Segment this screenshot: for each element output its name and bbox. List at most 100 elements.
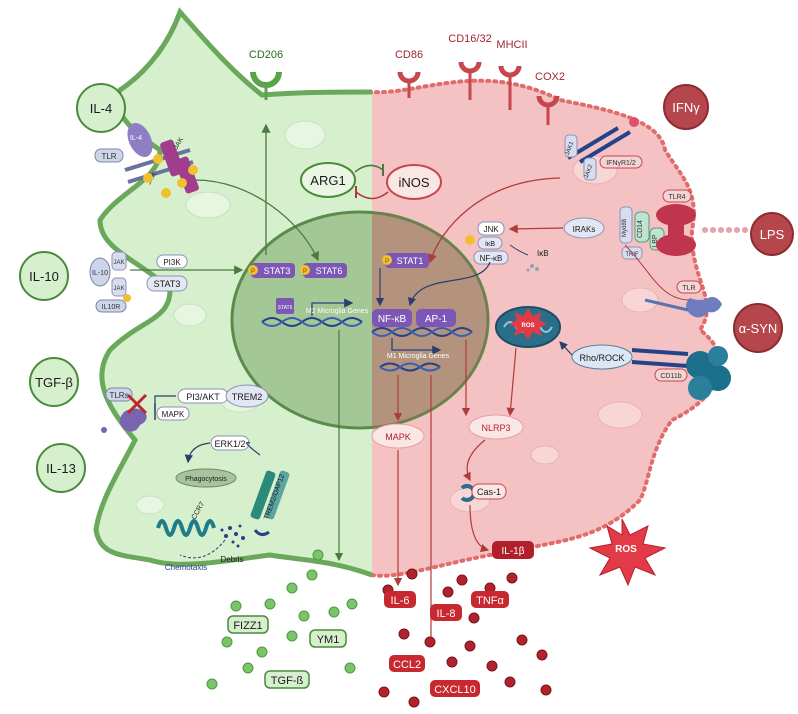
pi3k-label: PI3K	[163, 258, 181, 267]
ikb-label: IκB	[485, 241, 495, 248]
ikb-free-label: IκB	[537, 249, 549, 258]
m1-secreted-dot	[506, 572, 518, 584]
m1-secreted-dot	[456, 574, 468, 586]
tlr-label: TLR	[101, 152, 116, 161]
il10r-label: IL10R	[102, 304, 121, 311]
stat6-label: STAT6	[316, 266, 343, 276]
il10-label: IL-10	[29, 269, 59, 284]
cd14-label: CD14	[637, 220, 644, 238]
inos-inhibits-arg1	[355, 191, 389, 200]
cas1-label: Cas-1	[477, 487, 501, 497]
jak2-label: JAK2	[584, 163, 595, 179]
nlrp3-label: NLRP3	[481, 423, 510, 433]
m2-secreted-dot	[286, 582, 298, 594]
phagocytosis-node: Phagocytosis	[175, 468, 237, 488]
tlr4-label: TLR4	[668, 194, 685, 201]
ikb-debris	[526, 264, 539, 272]
m2-secreted-dot	[346, 598, 358, 610]
m2-secreted-dot	[206, 678, 218, 690]
arg1-inhibits-inos	[354, 164, 384, 173]
asyn-label: α-SYN	[739, 321, 778, 336]
m1-secreted-dot	[442, 586, 454, 598]
mapk-right-node: MAPK	[371, 423, 425, 449]
pi3akt-label: PI3/AKT	[186, 392, 220, 402]
m2-secreted-dot	[298, 610, 310, 622]
stat3-label: STAT3	[264, 266, 291, 276]
jak-label-d: JAK	[113, 286, 124, 292]
m1-dna-strand	[371, 327, 473, 372]
m2-secreted-dot	[344, 662, 356, 674]
ap1-node: AP-1	[416, 309, 456, 327]
il1b-label: IL-1β	[502, 546, 525, 557]
asyn-ligand: α-SYN	[733, 303, 783, 353]
tgfb-label: TGF-β	[35, 375, 73, 390]
m1-secreted-dot	[486, 660, 498, 672]
trem2-label: TREM2	[232, 392, 263, 402]
ym1-box: YM1	[309, 629, 347, 648]
lps-label: LPS	[760, 227, 785, 242]
phagocytosis-label: Phagocytosis	[185, 476, 227, 483]
debris-cluster	[220, 524, 245, 548]
erk-arrow	[184, 442, 211, 464]
stat1-label: STAT1	[397, 256, 424, 266]
jak1-label: JAK1	[565, 140, 576, 156]
il13-label: IL-13	[46, 461, 76, 476]
nfkb-label: NF-κB	[378, 314, 407, 325]
m1-secreted-dot	[536, 649, 548, 661]
il13-ligand: IL-13	[36, 443, 86, 493]
il4-receptor-label: IL-4	[130, 135, 142, 142]
cd11b-complex: CD11b	[631, 346, 731, 400]
cd206-label: CD206	[249, 49, 283, 61]
inos-node: iNOS	[386, 164, 442, 200]
erk-node: ERK1/2	[210, 435, 250, 451]
cd86-receptor	[397, 71, 421, 98]
mapk-right-label: MAPK	[385, 432, 411, 442]
cox2-label: COX2	[535, 71, 565, 83]
nfkb-node: NF-κB	[372, 309, 412, 327]
tgfb-out-label: TGF-ß	[271, 675, 304, 687]
chemotaxis-label: Chemotaxis	[165, 563, 207, 572]
m2-secreted-dot	[230, 600, 242, 612]
ros-mitochondrion: ROS	[495, 306, 561, 348]
ifnyr-label: IFNγR1/2	[606, 160, 636, 167]
m2-secreted-dot	[286, 630, 298, 642]
cd206-receptor	[250, 71, 282, 100]
ros-star-label: ROS	[615, 544, 637, 555]
il8-box: IL-8	[430, 604, 462, 621]
m2-secreted-dot	[256, 646, 268, 658]
cox2-receptor	[536, 95, 560, 125]
rho-rock-label: Rho/ROCK	[579, 353, 624, 363]
mapk-left-node: MAPK	[156, 406, 190, 421]
m1-secreted-dot	[540, 684, 552, 696]
nlrp3-node: NLRP3	[468, 414, 524, 440]
fizz1-box: FIZZ1	[227, 615, 269, 634]
il10-receptor-label: IL-10	[92, 270, 108, 277]
ros-label: ROS	[521, 323, 534, 329]
tgfb-ligand: TGF-β	[29, 357, 79, 407]
nfkb-small-label: NF-κB	[480, 254, 503, 263]
myd88-label: Myd88	[622, 218, 628, 237]
stat1-node: STAT1 P	[382, 253, 429, 268]
tlr-right-complex: TLR	[644, 280, 722, 318]
il4-label: IL-4	[90, 101, 112, 116]
nlrp3-to-cas1-arrow	[463, 439, 486, 482]
tlrs-receptor: TLRs	[101, 387, 148, 433]
mapk-left-label: MAPK	[162, 410, 185, 419]
tlr-signal-line	[624, 244, 691, 301]
m1-secreted-dot	[446, 656, 458, 668]
tlr-right-label: TLR	[682, 285, 695, 292]
stat6-small-label: STAT6	[278, 305, 293, 311]
m1-genes-label: M1 Microglia Genes	[387, 353, 450, 360]
il8-label: IL-8	[437, 608, 456, 620]
trif-label: TRIF	[625, 252, 639, 258]
arg1-node: ARG1	[300, 162, 356, 198]
rho-rock-node: Rho/ROCK	[571, 344, 633, 370]
irak-to-jnk-arrow	[508, 224, 564, 234]
mhcii-receptor	[498, 65, 522, 110]
jnk-label: JNK	[483, 225, 499, 234]
tgfb-out-box: TGF-ß	[264, 670, 310, 689]
jnk-complex: JNK IκB NF-κB	[465, 221, 509, 265]
il4-to-stat6-arrow	[194, 179, 319, 262]
ccl2-label: CCL2	[393, 659, 421, 671]
